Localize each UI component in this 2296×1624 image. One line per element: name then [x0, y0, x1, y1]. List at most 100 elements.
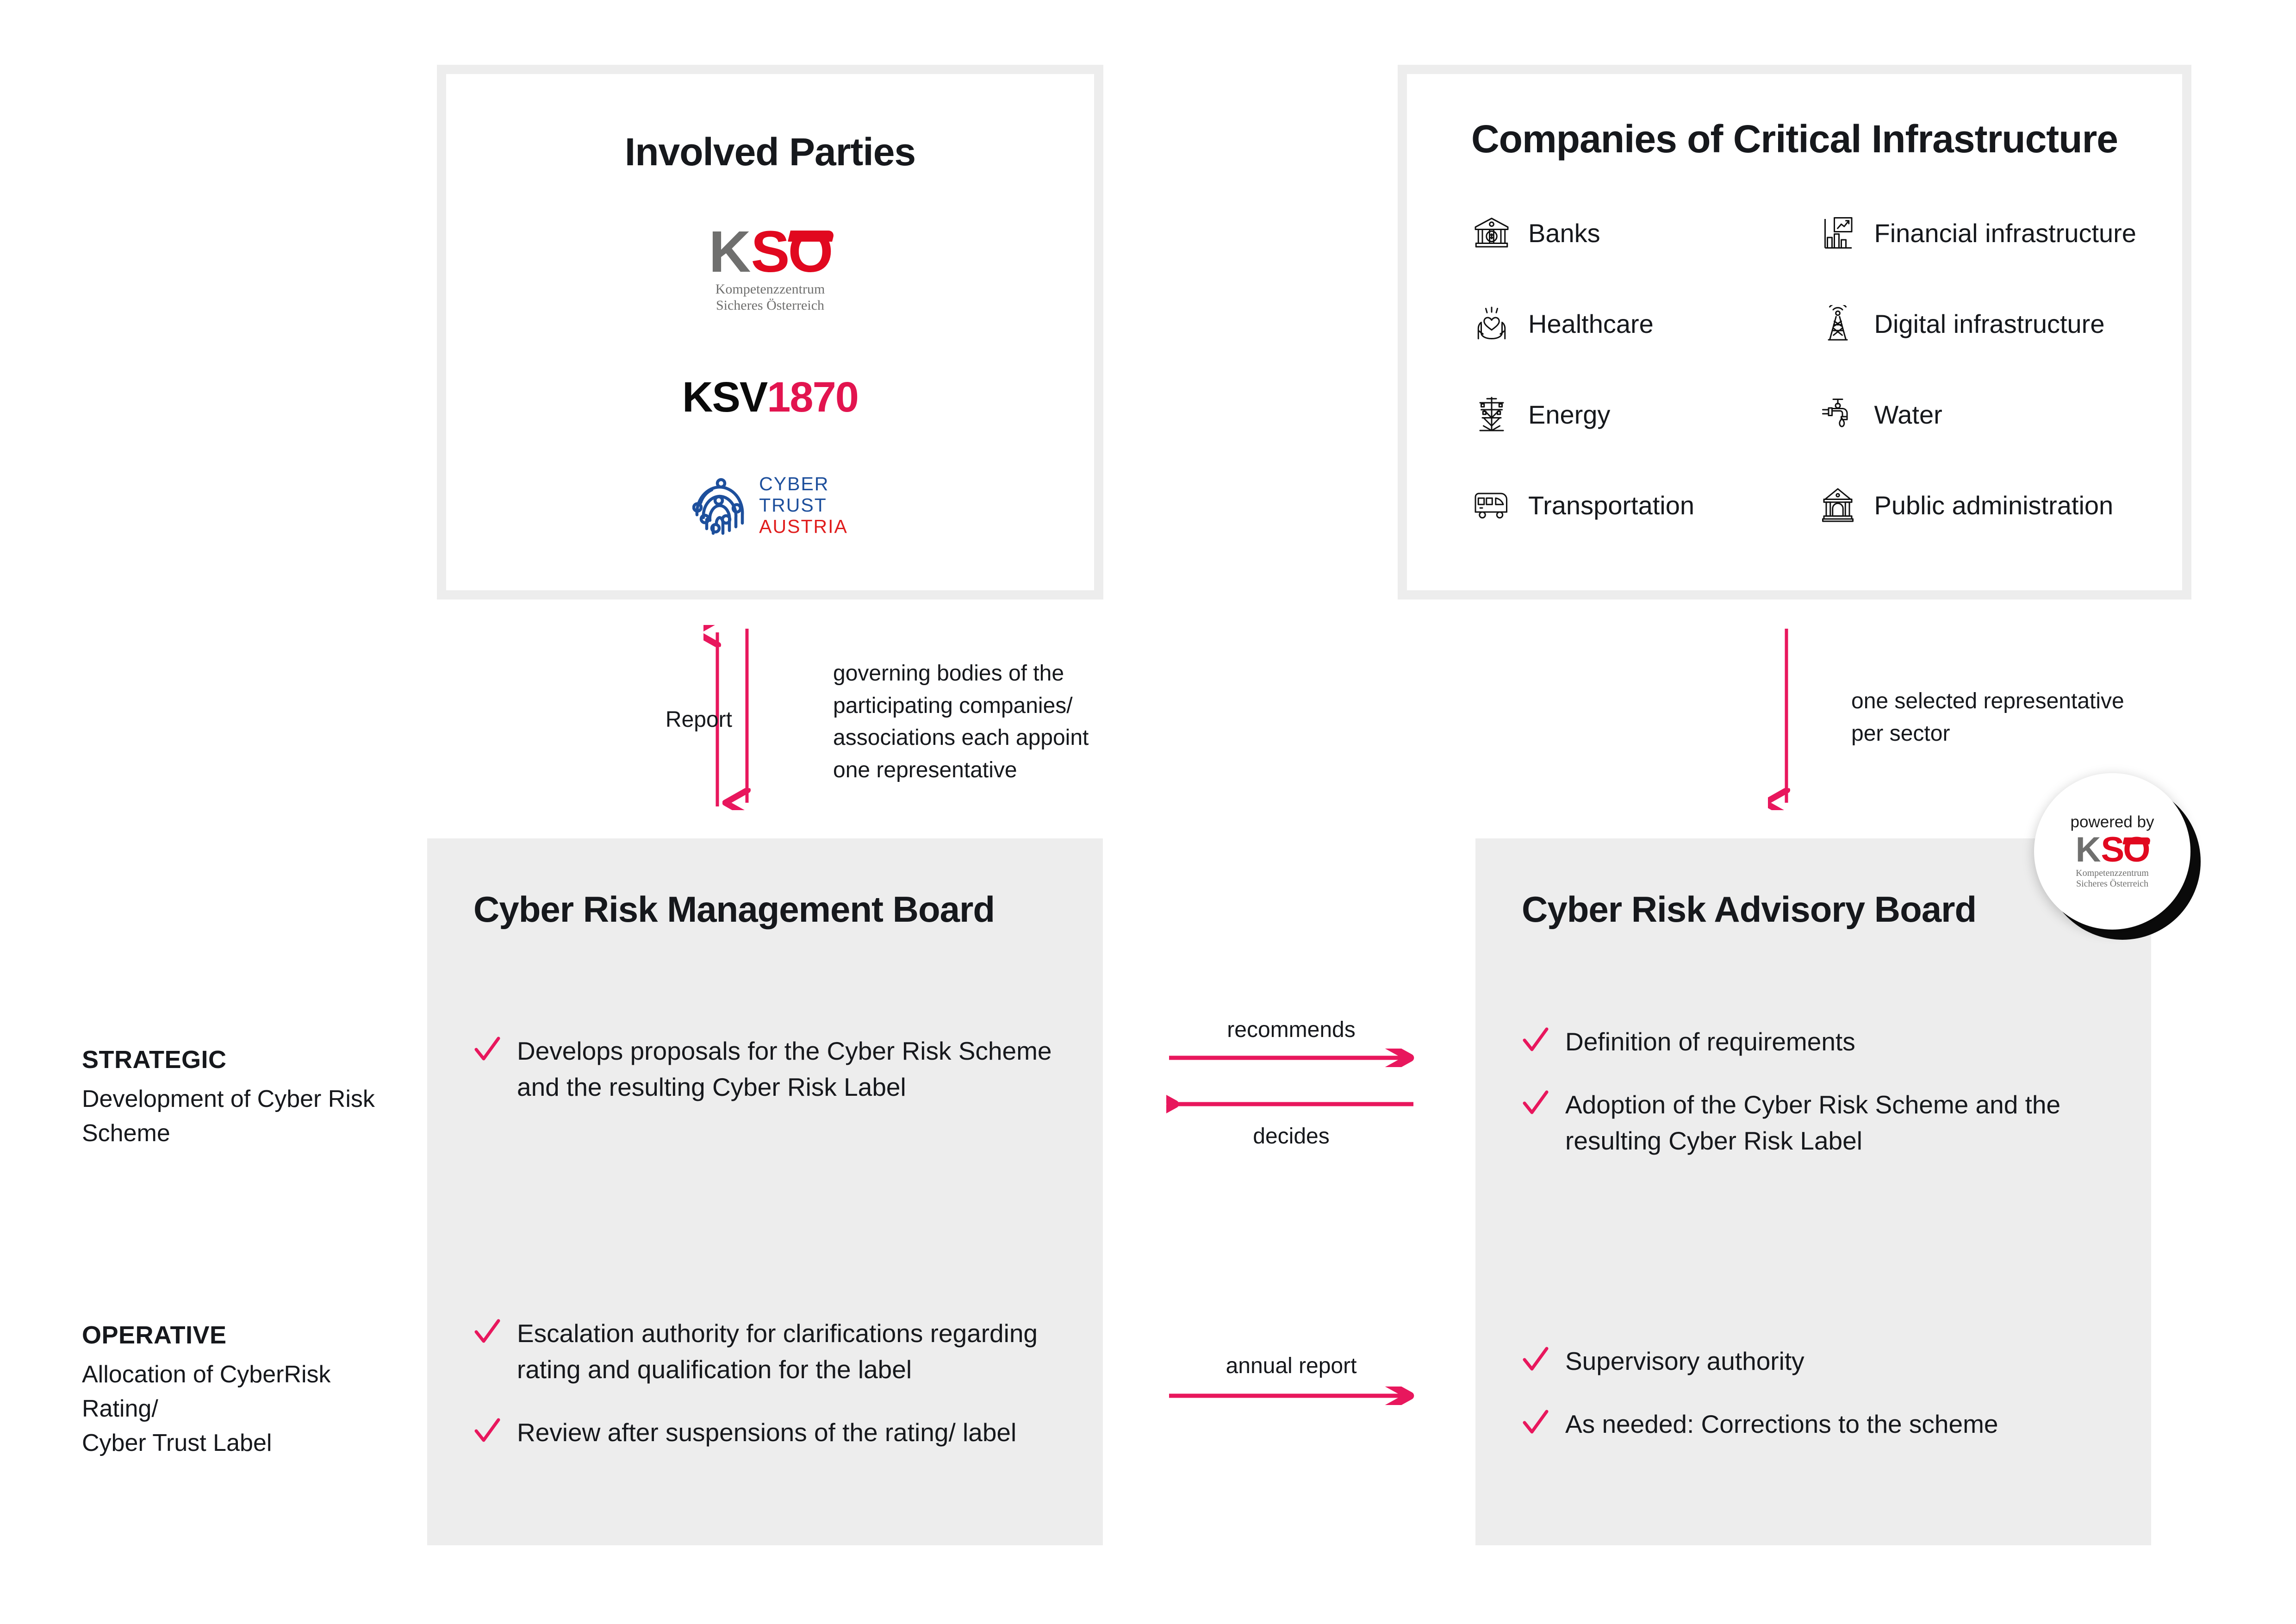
list-item-text: Escalation authority for clarifications …: [517, 1319, 1038, 1384]
cyber-trust-austria-text: CYBER TRUST AUSTRIA: [759, 473, 848, 537]
sector-item-financial-infrastructure: Financial infrastructure: [1818, 213, 2146, 253]
powered-by-kso-badge: powered by K SO Kompetenzzentrum Sichere…: [2034, 773, 2201, 940]
list-item: Definition of requirements: [1522, 1024, 2119, 1060]
ksv-word: KSV: [682, 373, 768, 421]
kso-subline-2: Sicheres Österreich: [716, 298, 825, 313]
sector-label: Digital infrastructure: [1874, 309, 2105, 338]
sector-item-banks: Banks: [1472, 213, 1799, 253]
cta-line-cyber: CYBER: [759, 473, 829, 494]
kso-logo: K SO Kompetenzzentrum Sicheres Österreic…: [709, 219, 835, 314]
ksv-year: 1870: [767, 373, 859, 421]
kso-subline-1: Kompetenzzentrum: [2076, 868, 2149, 878]
bus-icon: [1472, 485, 1512, 525]
management-board-operative-list: Escalation authority for clarifications …: [473, 1315, 1070, 1477]
list-item: Develops proposals for the Cyber Risk Sc…: [473, 1033, 1070, 1105]
decides-arrow: [1166, 1095, 1413, 1113]
advisory-board-operative-list: Supervisory authority As needed: Correct…: [1522, 1343, 2119, 1469]
advisory-board-panel: Cyber Risk Advisory Board Definition of …: [1475, 838, 2151, 1545]
decides-label: decides: [1253, 1124, 1330, 1149]
list-item-text: Adoption of the Cyber Risk Scheme and th…: [1565, 1090, 2061, 1156]
sector-label: Financial infrastructure: [1874, 218, 2136, 248]
critical-infrastructure-title: Companies of Critical Infrastructure: [1471, 117, 2118, 161]
kso-letter-k: K: [709, 219, 751, 284]
sector-label: Transportation: [1528, 490, 1694, 520]
critical-infrastructure-box: Companies of Critical Infrastructure Ban…: [1398, 65, 2191, 600]
check-icon: [1522, 1346, 1549, 1374]
category-operative: OPERATIVE Allocation of CyberRisk Rating…: [82, 1321, 406, 1460]
list-item-text: As needed: Corrections to the scheme: [1565, 1410, 1998, 1439]
category-heading: STRATEGIC: [82, 1046, 227, 1074]
power-pylon-icon: [1472, 394, 1512, 434]
category-heading: OPERATIVE: [82, 1321, 227, 1349]
cta-line-trust: TRUST: [759, 494, 827, 516]
recommends-label: recommends: [1227, 1018, 1356, 1042]
kso-letters-so: SO: [751, 223, 835, 281]
check-icon: [1522, 1089, 1549, 1118]
list-item: Review after suspensions of the rating/ …: [473, 1414, 1070, 1450]
category-strategic: STRATEGIC Development of Cyber Risk Sche…: [82, 1045, 406, 1151]
ksv1870-logo: KSV1870: [446, 373, 1094, 422]
sector-label: Public administration: [1874, 490, 2114, 520]
kso-wordmark: K SO: [709, 219, 835, 284]
bank-icon: [1472, 213, 1512, 253]
report-label: Report: [665, 707, 732, 732]
representative-label: one selected representative per sector: [1851, 689, 2124, 746]
check-icon: [473, 1036, 501, 1064]
appoint-label: governing bodies of the participating co…: [833, 661, 1089, 782]
list-item: Escalation authority for clarifications …: [473, 1315, 1070, 1387]
kso-letter-k: K: [2075, 830, 2101, 870]
list-item-text: Definition of requirements: [1565, 1027, 1855, 1056]
hands-heart-icon: [1472, 304, 1512, 344]
list-item-text: Supervisory authority: [1565, 1347, 1804, 1375]
kso-flag-accent: [2122, 837, 2152, 845]
sector-item-energy: Energy: [1472, 394, 1799, 434]
sector-label: Healthcare: [1528, 309, 1654, 338]
radio-tower-icon: [1818, 304, 1858, 344]
annual-report-arrow: [1169, 1387, 1416, 1405]
advisory-board-strategic-list: Definition of requirements Adoption of t…: [1522, 1024, 2119, 1186]
management-board-strategic-list: Develops proposals for the Cyber Risk Sc…: [473, 1033, 1070, 1132]
sector-item-healthcare: Healthcare: [1472, 304, 1799, 344]
cta-line-austria: AUSTRIA: [759, 515, 848, 537]
check-icon: [1522, 1026, 1549, 1055]
list-item-text: Develops proposals for the Cyber Risk Sc…: [517, 1037, 1052, 1102]
kso-subline-1: Kompetenzzentrum: [715, 281, 825, 297]
recommends-arrow: [1169, 1049, 1416, 1067]
management-board-panel: Cyber Risk Management Board Develops pro…: [427, 838, 1103, 1545]
management-board-title: Cyber Risk Management Board: [473, 889, 995, 930]
sector-label: Banks: [1528, 218, 1600, 248]
annual-report-label: annual report: [1226, 1354, 1357, 1378]
sector-item-transportation: Transportation: [1472, 485, 1799, 525]
list-item: As needed: Corrections to the scheme: [1522, 1406, 2119, 1442]
faucet-drop-icon: [1818, 394, 1858, 434]
sector-label: Water: [1874, 400, 1942, 429]
powered-by-label: powered by: [2070, 813, 2154, 831]
sector-item-public-administration: Public administration: [1818, 485, 2146, 525]
chart-growth-icon: [1818, 213, 1858, 253]
advisory-board-title: Cyber Risk Advisory Board: [1522, 889, 1977, 930]
right-vertical-arrow: [1768, 629, 1805, 810]
sector-item-water: Water: [1818, 394, 2146, 434]
involved-parties-box: Involved Parties K SO Kompetenzzentrum S…: [437, 65, 1103, 600]
sector-grid: Banks Financial infrastructure: [1472, 213, 2145, 525]
category-subtext: Development of Cyber Risk Scheme: [82, 1086, 375, 1147]
involved-parties-logos: K SO Kompetenzzentrum Sicheres Österreic…: [446, 219, 1094, 538]
check-icon: [473, 1318, 501, 1347]
government-building-icon: [1818, 485, 1858, 525]
involved-parties-title: Involved Parties: [624, 130, 916, 174]
kso-wordmark-badge: K SO: [2075, 830, 2152, 870]
cyber-trust-austria-logo: CYBER TRUST AUSTRIA: [692, 473, 848, 537]
check-icon: [1522, 1409, 1549, 1437]
check-icon: [473, 1417, 501, 1446]
badge-disc: powered by K SO Kompetenzzentrum Sichere…: [2034, 773, 2190, 930]
kso-subline-2: Sicheres Österreich: [2076, 879, 2149, 889]
fingerprint-icon: [692, 475, 747, 536]
sector-label: Energy: [1528, 400, 1611, 429]
kso-letters-so: SO: [2101, 832, 2152, 868]
sector-item-digital-infrastructure: Digital infrastructure: [1818, 304, 2146, 344]
category-subtext: Allocation of CyberRisk Rating/ Cyber Tr…: [82, 1361, 331, 1456]
kso-flag-accent: [787, 231, 835, 242]
list-item-text: Review after suspensions of the rating/ …: [517, 1418, 1017, 1447]
list-item: Adoption of the Cyber Risk Scheme and th…: [1522, 1087, 2119, 1159]
